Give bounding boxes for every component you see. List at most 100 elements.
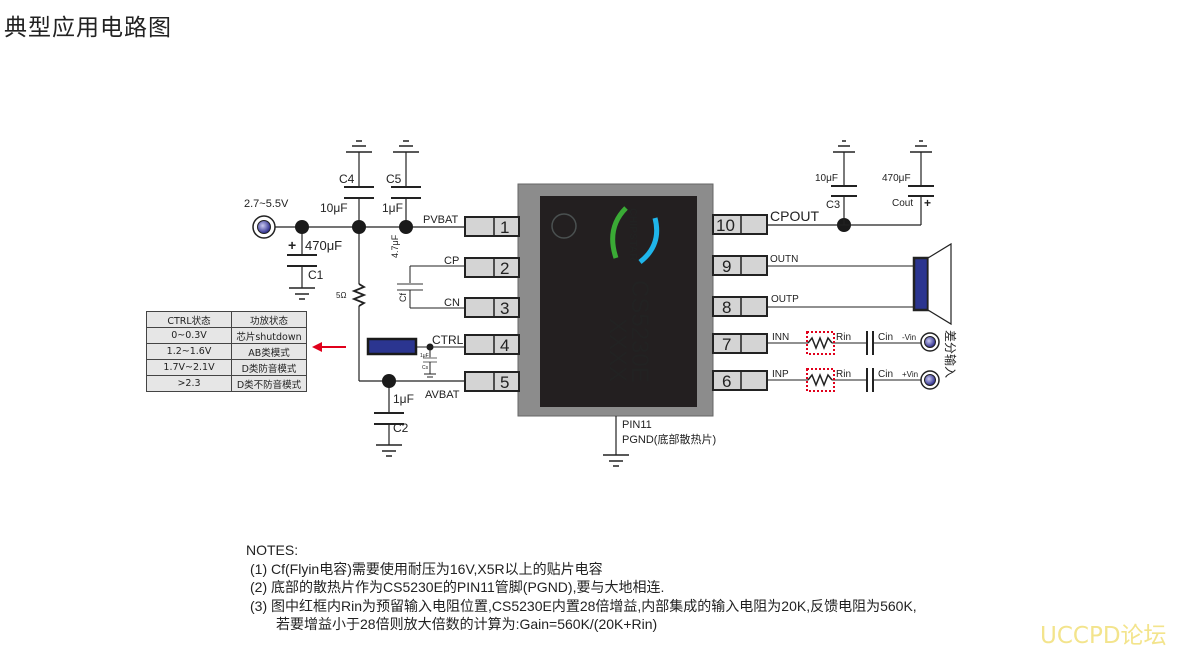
cin-n-label: Cin (878, 332, 893, 343)
table-cell: D类不防音模式 (231, 375, 307, 392)
c2-name: C2 (393, 421, 409, 435)
speaker-outputs (767, 265, 914, 308)
flying-capacitor (397, 265, 465, 309)
input-jack-neg-icon (920, 332, 940, 352)
chip-part-number: CS5230E (626, 280, 653, 383)
input-jack-pos-icon (920, 370, 940, 390)
pin-3: 3 (464, 297, 520, 318)
table-header-row: CTRL状态 功放状态 (146, 311, 307, 328)
chipstar-logo-icon (610, 206, 628, 259)
pin-1: 1 (464, 216, 520, 237)
table-cell: AB类模式 (231, 343, 307, 360)
chip-package: CHIP STAR CS5230E XXXX (517, 183, 714, 417)
pin-10-number: 10 (716, 216, 735, 235)
table-cell: >2.3 (146, 375, 232, 392)
rin-n-label: Rin (836, 332, 851, 343)
differential-input-label: 差分输入 (943, 330, 958, 378)
vin-pos-label: +Vin (902, 370, 918, 379)
table-header: 功放状态 (231, 311, 307, 328)
red-arrow-icon (312, 342, 346, 352)
pin-3-number: 3 (500, 299, 509, 318)
table-cell: 1.7V~2.1V (146, 359, 232, 376)
table-row: 0~0.3V 芯片shutdown (146, 327, 307, 344)
c2-value: 1μF (393, 392, 414, 406)
c1-name: C1 (308, 268, 324, 282)
table-cell: 芯片shutdown (231, 327, 307, 344)
c3-name: C3 (826, 199, 840, 211)
pin11-description: PGND(底部散热片) (622, 432, 716, 446)
pin-9-number: 9 (722, 257, 731, 276)
table-cell: 0~0.3V (146, 327, 232, 344)
supply-net (275, 140, 465, 457)
notes-section: NOTES: (1) Cf(Flyin电容)需要使用耐压为16V,X5R以上的贴… (246, 541, 917, 634)
pin-1-name: PVBAT (423, 214, 459, 226)
table-cell: 1.2~1.6V (146, 343, 232, 360)
ctrl-state-table: CTRL状态 功放状态 0~0.3V 芯片shutdown 1.2~1.6V A… (146, 311, 307, 392)
rin-n-reserved-box (806, 331, 835, 355)
table-row: 1.2~1.6V AB类模式 (146, 343, 307, 360)
cf-value: 4.7μF (390, 234, 400, 258)
c1-polarity: + (288, 237, 296, 253)
cout-value: 470μF (882, 173, 911, 184)
resistor-value: 5Ω (336, 291, 346, 300)
page-title: 典型应用电路图 (4, 15, 172, 41)
ctrl-signal-block (366, 337, 418, 356)
note-item: (3) 图中红框内Rin为预留输入电阻位置,CS5230E内置28倍增益,内部集… (250, 597, 917, 614)
cout-name: Cout (892, 198, 913, 209)
supply-voltage-label: 2.7~5.5V (244, 198, 289, 210)
pin-6-name: INP (772, 369, 789, 380)
chipstar-logo-arc (638, 217, 660, 264)
rin-p-label: Rin (836, 369, 851, 380)
rin-p-reserved-box (806, 368, 835, 392)
junction-dots (295, 218, 851, 388)
c5-value: 1μF (382, 201, 403, 215)
pin-8-name: OUTP (771, 294, 799, 305)
table-cell: D类防音模式 (231, 359, 307, 376)
pin-6: 6 (712, 370, 768, 391)
speaker-icon (912, 242, 952, 326)
pin-9: 9 (712, 255, 768, 276)
right-pins: 10 9 8 7 6 (712, 214, 768, 391)
pin-3-name: CN (444, 297, 460, 309)
cs-name: Cs (422, 365, 429, 371)
pin-2-number: 2 (500, 259, 509, 278)
c3-value: 10μF (815, 173, 838, 184)
note-item: (1) Cf(Flyin电容)需要使用耐压为16V,X5R以上的贴片电容 (250, 560, 603, 577)
watermark: UCCPD论坛 (1040, 623, 1167, 649)
note-item: (2) 底部的散热片作为CS5230E的PIN11管脚(PGND),要与大地相连… (250, 579, 665, 595)
chip-brand-chip: CHIP (627, 208, 639, 233)
pin-10-name: CPOUT (770, 208, 819, 224)
pin-6-number: 6 (722, 372, 731, 391)
c4-name: C4 (339, 172, 355, 186)
c4-value: 10μF (320, 201, 348, 215)
pin-4-name: CTRL (432, 333, 464, 347)
note-item: 若要增益小于28倍则放大倍数的计算为:Gain=560K/(20K+Rin) (276, 616, 658, 632)
left-pins: 1 2 3 4 5 (464, 216, 520, 392)
pin11-label: PIN11 (622, 419, 652, 431)
pin-9-name: OUTN (770, 254, 798, 265)
input-inn (767, 331, 922, 355)
chip-brand-star: STAR (627, 233, 639, 261)
cpout-net (767, 140, 934, 226)
pin-2-name: CP (444, 255, 459, 267)
cin-p-label: Cin (878, 369, 893, 380)
pin-8: 8 (712, 296, 768, 317)
pin-5-number: 5 (500, 373, 509, 392)
supply-jack-icon (252, 215, 276, 239)
pin-8-number: 8 (722, 298, 731, 317)
cout-polarity: + (924, 196, 931, 210)
c5-name: C5 (386, 172, 402, 186)
pin-5-name: AVBAT (425, 389, 460, 401)
pin-5: 5 (464, 371, 520, 392)
pin-4: 4 (464, 334, 520, 355)
pin-10: 10 (712, 214, 768, 235)
table-row: >2.3 D类不防音模式 (146, 375, 307, 392)
cf-name: Cf (398, 293, 408, 302)
pin-7: 7 (712, 333, 768, 354)
pin-4-number: 4 (500, 336, 509, 355)
cs-value: 1μF (420, 353, 429, 359)
notes-heading: NOTES: (246, 542, 299, 558)
vin-neg-label: -Vin (902, 333, 916, 342)
c1-value: 470μF (305, 238, 342, 253)
